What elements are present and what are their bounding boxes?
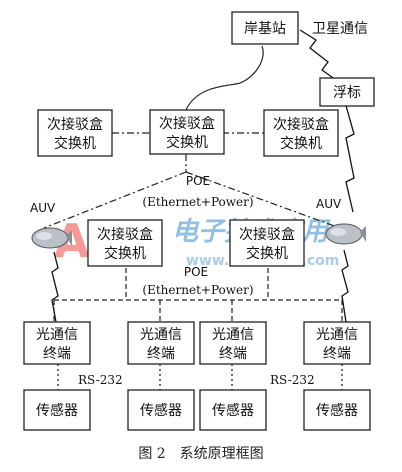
terminal-3: 光通信 终端	[199, 321, 267, 365]
terminal-2-line2: 终端	[147, 346, 175, 362]
terminal-3-line1: 光通信	[212, 327, 254, 343]
sensor-4-label: 传感器	[316, 402, 358, 419]
auv-left-icon	[31, 227, 72, 249]
switch-row2-1: 次接驳盒 交换机	[87, 219, 163, 267]
buoy-link-down	[344, 101, 355, 213]
switch-row1-3: 次接驳盒 交换机	[263, 109, 339, 157]
sensor-3-label: 传感器	[212, 402, 254, 419]
shore-buoy-link	[299, 29, 337, 81]
figure-caption: 图 2 系统原理框图	[138, 446, 263, 462]
terminal-4-line2: 终端	[323, 346, 351, 362]
sensor-2: 传感器	[127, 389, 195, 431]
switch-row1-3-line2: 交换机	[280, 135, 322, 152]
terminal-1: 光通信 终端	[23, 321, 91, 365]
auv-right-label: AUV	[316, 197, 342, 211]
auv-left-label: AUV	[30, 201, 56, 215]
buoy-label: 浮标	[333, 85, 361, 101]
buoy: 浮标	[319, 77, 375, 107]
sensor-4: 传感器	[303, 389, 371, 431]
terminal-3-line2: 终端	[219, 346, 247, 362]
poe-top-detail: (Ethernet+Power)	[142, 195, 253, 209]
terminal-4: 光通信 终端	[303, 321, 371, 365]
auv-right-icon	[325, 223, 366, 245]
poe-bottom-detail: (Ethernet+Power)	[142, 283, 253, 297]
sensor-3: 传感器	[199, 389, 267, 431]
poe-branch-left	[43, 171, 187, 229]
switch-row1-1-line2: 交换机	[54, 135, 96, 152]
sensor-2-label: 传感器	[140, 402, 182, 419]
rs232-right-label: RS-232	[270, 373, 315, 387]
auv-left-link	[51, 251, 59, 323]
terminal-1-line2: 终端	[43, 346, 71, 362]
sensor-1-label: 传感器	[36, 402, 78, 419]
switch-row2-1-line1: 次接驳盒	[97, 226, 153, 243]
satellite-label: 卫星通信	[312, 21, 368, 37]
shore-to-buoy-cable	[185, 45, 264, 111]
switch-row1-2-line1: 次接驳盒	[159, 115, 215, 132]
switch-row2-1-line2: 交换机	[104, 245, 146, 262]
switch-row2-2-line1: 次接驳盒	[239, 226, 295, 243]
connections	[43, 29, 355, 390]
poe-branch-right	[185, 171, 341, 229]
rs232-left-label: RS-232	[78, 373, 123, 387]
terminal-4-line1: 光通信	[316, 327, 358, 343]
switch-row1-1: 次接驳盒 交换机	[37, 109, 113, 157]
shore-station: 岸基站	[231, 11, 299, 45]
switch-row1-2: 次接驳盒 交换机	[149, 109, 225, 155]
shore-station-label: 岸基站	[244, 20, 286, 37]
switch-row2-2-line2: 交换机	[246, 245, 288, 262]
switch-row1-3-line1: 次接驳盒	[273, 116, 329, 133]
poe-top-label: POE	[186, 174, 210, 188]
switch-row2-2: 次接驳盒 交换机	[229, 219, 305, 267]
switch-row1-1-line1: 次接驳盒	[47, 116, 103, 133]
switch-row1-2-line2: 交换机	[166, 134, 208, 151]
sensor-1: 传感器	[23, 389, 91, 431]
terminal-2: 光通信 终端	[127, 321, 195, 365]
terminal-1-line1: 光通信	[36, 327, 78, 343]
poe-bottom-label: POE	[184, 265, 208, 279]
terminal-2-line1: 光通信	[140, 327, 182, 343]
auv-right-link	[341, 249, 349, 323]
